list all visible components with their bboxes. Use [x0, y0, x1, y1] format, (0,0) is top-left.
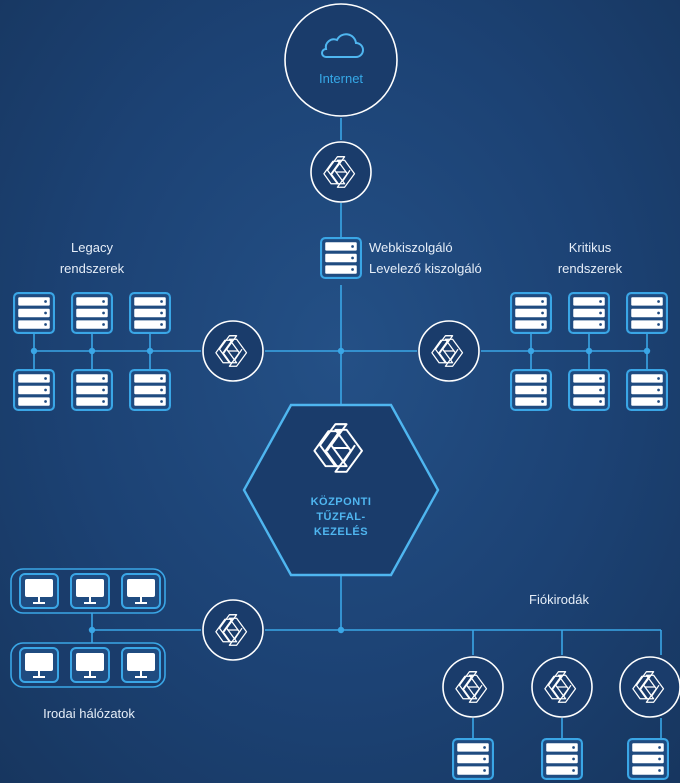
server-icon [129, 369, 171, 411]
web-server-label-1: Webkiszolgáló [369, 240, 453, 255]
firewall-node-branch-1 [443, 657, 503, 717]
legacy-label-1: Legacy [71, 240, 113, 255]
server-icon [568, 292, 610, 334]
server-icon [452, 738, 494, 780]
office-label: Irodai hálózatok [43, 706, 135, 721]
internet-node: Internet [284, 3, 398, 117]
server-icon [510, 292, 552, 334]
server-icon [627, 738, 669, 780]
monitor-icon [70, 647, 110, 683]
central-label-3: KEZELÉS [314, 525, 368, 538]
branch-servers [452, 738, 669, 780]
server-icon [510, 369, 552, 411]
central-firewall-management: KÖZPONTI TŰZFAL- KEZELÉS [242, 403, 440, 577]
server-icon [71, 292, 113, 334]
server-icon [13, 292, 55, 334]
monitor-icon [121, 647, 161, 683]
central-label-1: KÖZPONTI [311, 495, 372, 508]
cloud-icon [321, 33, 364, 58]
firewall-node-office [203, 600, 263, 660]
server-icon [71, 369, 113, 411]
monitor-icon [19, 647, 59, 683]
critical-label-1: Kritikus [569, 240, 612, 255]
office-network-group-bottom [10, 642, 166, 688]
monitor-icon [121, 573, 161, 609]
server-icon [568, 369, 610, 411]
office-network-group-top [10, 568, 166, 614]
firewall-node-left [203, 321, 263, 381]
firewall-node-top [311, 142, 371, 202]
branch-label: Fiókirodák [529, 592, 589, 607]
monitor-icon [19, 573, 59, 609]
central-label-2: TŰZFAL- [316, 510, 365, 523]
server-icon [626, 292, 668, 334]
firewall-node-branch-3 [620, 657, 680, 717]
web-server-icon [320, 237, 362, 279]
server-icon [13, 369, 55, 411]
firewall-node-branch-2 [532, 657, 592, 717]
monitor-icon [70, 573, 110, 609]
server-icon [626, 369, 668, 411]
server-icon [129, 292, 171, 334]
web-server-label-2: Levelező kiszolgáló [369, 261, 482, 276]
critical-label-2: rendszerek [558, 261, 623, 276]
server-icon [541, 738, 583, 780]
internet-label: Internet [319, 71, 363, 86]
connection-dots [30, 347, 651, 634]
firewall-node-right [419, 321, 479, 381]
legacy-label-2: rendszerek [60, 261, 125, 276]
